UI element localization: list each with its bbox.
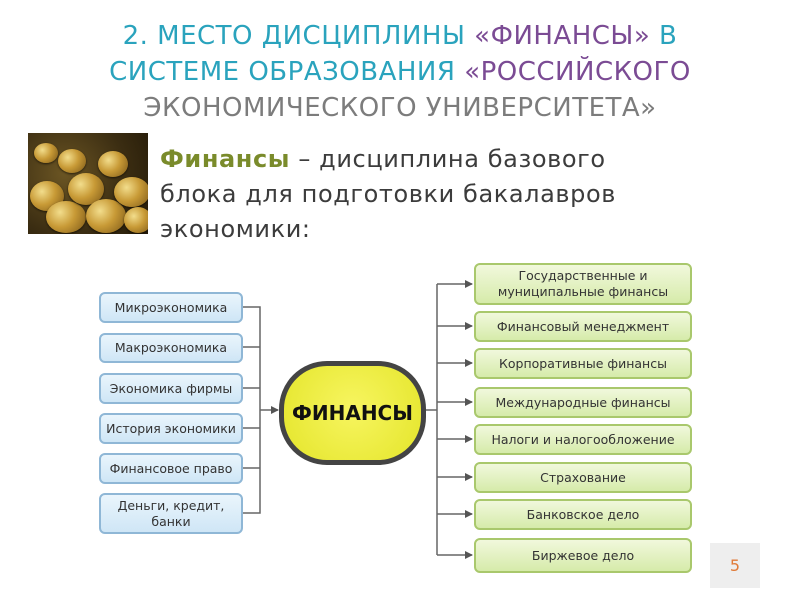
node-insurance: Страхование	[474, 462, 692, 493]
title-part-6: «РОССИЙСКОГО	[464, 57, 691, 87]
title-part-3: «ФИНАНСЫ»	[474, 21, 651, 51]
title-part-7: ЭКОНОМИЧЕСКОГО УНИВЕРСИТЕТА»	[143, 93, 657, 123]
subtitle-line-1: – дисциплина базового	[290, 145, 606, 173]
subtitle-keyword: Финансы	[160, 145, 291, 173]
node-money-credit-banks: Деньги, кредит, банки	[99, 493, 243, 534]
subtitle-line-2: блока для подготовки бакалавров	[160, 180, 617, 208]
node-state-municipal-finance: Государственные и муниципальные финансы	[474, 263, 692, 305]
node-taxes-taxation: Налоги и налогообложение	[474, 424, 692, 455]
page-number: 5	[710, 543, 760, 588]
node-exchange-trading: Биржевое дело	[474, 538, 692, 573]
slide-title: 2. МЕСТО ДИСЦИПЛИНЫ «ФИНАНСЫ» В СИСТЕМЕ …	[20, 18, 780, 126]
coins-image	[28, 133, 148, 234]
subtitle-line-3: экономики:	[160, 215, 311, 243]
subtitle: Финансы – дисциплина базового блока для …	[160, 142, 760, 247]
node-banking: Банковское дело	[474, 499, 692, 530]
node-corporate-finance: Корпоративные финансы	[474, 348, 692, 379]
node-economic-history: История экономики	[99, 413, 243, 444]
node-finance-center: ФИНАНСЫ	[279, 361, 426, 465]
title-part-4: В	[650, 21, 678, 51]
node-international-finance: Международные финансы	[474, 387, 692, 418]
node-financial-law: Финансовое право	[99, 453, 243, 484]
title-part-1: 2. МЕСТО	[122, 21, 262, 51]
node-firm-economics: Экономика фирмы	[99, 373, 243, 404]
title-part-5: СИСТЕМЕ ОБРАЗОВАНИЯ	[109, 57, 465, 87]
node-macroeconomics: Макроэкономика	[99, 333, 243, 363]
node-financial-management: Финансовый менеджмент	[474, 311, 692, 342]
node-microeconomics: Микроэкономика	[99, 292, 243, 323]
title-part-2: ДИСЦИПЛИНЫ	[261, 21, 475, 51]
